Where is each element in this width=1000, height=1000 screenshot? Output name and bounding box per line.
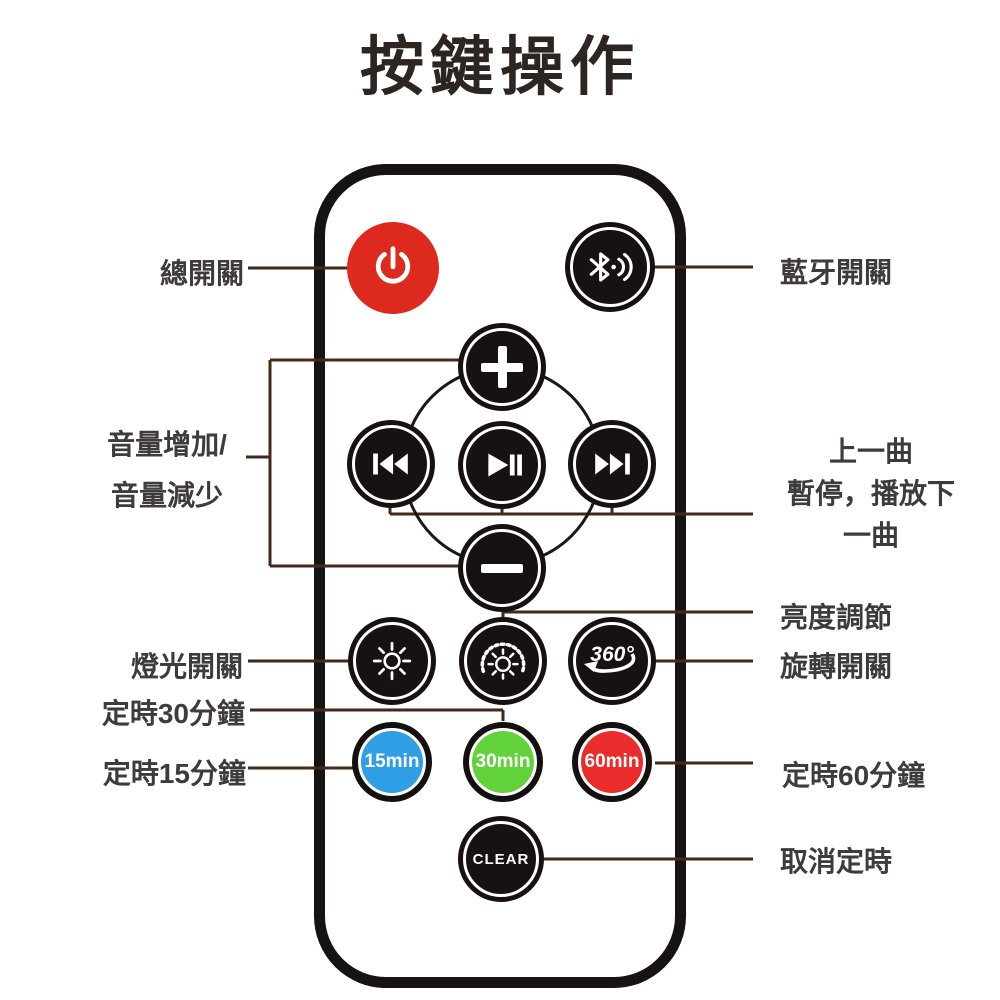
line-volume-bracket	[246, 358, 460, 568]
bluetooth-button[interactable]	[565, 222, 655, 312]
clear-timer-button[interactable]: CLEAR	[458, 816, 544, 902]
plus-icon	[479, 344, 525, 390]
label-timer15: 定時15分鐘	[102, 758, 246, 789]
timer-disc: 60min	[581, 731, 643, 793]
line-brightness	[501, 610, 753, 620]
clear-label: CLEAR	[472, 850, 530, 868]
label-playback-line3: 一曲	[842, 520, 899, 551]
label-playback-line1: 上一曲	[828, 436, 913, 467]
label-volume-line2: 音量減少	[110, 480, 223, 511]
timer-30min-button[interactable]: 30min	[463, 722, 543, 802]
rotate-degree-label: 360°	[590, 643, 634, 666]
timer-disc: 30min	[472, 731, 534, 793]
label-bluetooth-switch: 藍牙開關	[780, 257, 893, 288]
label-brightness-adjust: 亮度調節	[780, 602, 893, 633]
rotate-arrow-icon: 360°	[584, 643, 636, 673]
brightness-adjust-button[interactable]	[459, 617, 547, 705]
timer-30min-label: 30min	[475, 751, 531, 772]
label-volume: 音量增加/ 音量減少	[82, 419, 252, 521]
rotate-360-button[interactable]: 360°	[568, 617, 656, 705]
label-light-switch: 燈光開關	[130, 651, 243, 682]
power-button[interactable]	[347, 222, 439, 314]
timer-60min-label: 60min	[584, 751, 640, 772]
timer-15min-label: 15min	[364, 751, 420, 772]
play-pause-button[interactable]	[458, 421, 546, 509]
volume-down-button[interactable]	[458, 524, 546, 612]
label-cancel-timer: 取消定時	[780, 846, 893, 877]
previous-track-button[interactable]	[347, 420, 435, 508]
label-timer60: 定時60分鐘	[782, 760, 926, 791]
label-timer30: 定時30分鐘	[101, 698, 245, 729]
line-timer30	[250, 708, 505, 721]
sun-dial-icon	[480, 642, 526, 680]
light-switch-button[interactable]	[348, 617, 436, 705]
bluetooth-signal-icon	[589, 252, 633, 282]
label-rotate-switch: 旋轉開關	[780, 651, 893, 682]
label-playback: 上一曲 暫停，播放下 一曲	[775, 431, 967, 557]
power-icon	[375, 246, 411, 284]
previous-track-icon	[373, 453, 408, 475]
timer-15min-button[interactable]: 15min	[352, 722, 432, 802]
page-title: 按鍵操作	[360, 31, 640, 103]
label-playback-line2: 暫停，播放下	[786, 478, 955, 509]
next-track-button[interactable]	[568, 420, 656, 508]
play-pause-icon	[488, 453, 522, 477]
volume-up-button[interactable]	[458, 323, 546, 411]
timer-disc: 15min	[361, 731, 423, 793]
sun-icon	[372, 641, 412, 681]
minus-icon	[479, 545, 525, 591]
label-master-switch: 總開關	[159, 258, 244, 289]
timer-60min-button[interactable]: 60min	[572, 722, 652, 802]
next-track-icon	[595, 453, 630, 475]
label-volume-line1: 音量增加/	[107, 429, 227, 460]
